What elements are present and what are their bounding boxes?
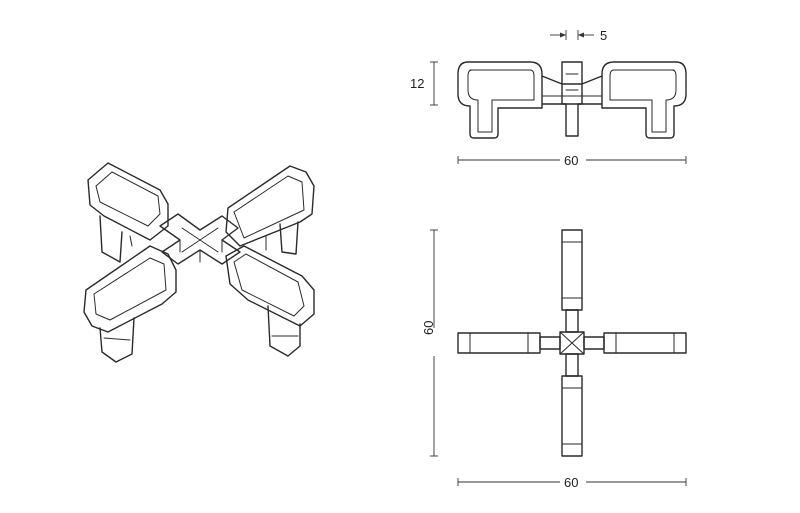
iso-arm-front-right — [225, 245, 315, 357]
height-label: 12 — [410, 76, 424, 91]
dim-height: 12 — [410, 61, 438, 106]
top-height-label: 60 — [421, 321, 436, 335]
iso-arm-back-right — [225, 165, 315, 255]
side-width-label: 60 — [564, 153, 578, 168]
dim-side-width: 60 — [457, 153, 687, 168]
dim-thickness: 5 — [550, 28, 607, 43]
dim-top-width: 60 — [457, 475, 687, 490]
iso-arm-back-left — [87, 162, 169, 263]
top-width-label: 60 — [564, 475, 578, 490]
isometric-view — [83, 162, 315, 363]
top-view: 60 60 — [421, 229, 687, 490]
dim-top-height: 60 — [421, 229, 438, 457]
iso-arm-front-left — [83, 245, 177, 363]
iso-center-cross — [159, 213, 241, 265]
side-view: 5 12 60 — [410, 28, 687, 168]
thickness-label: 5 — [600, 28, 607, 43]
